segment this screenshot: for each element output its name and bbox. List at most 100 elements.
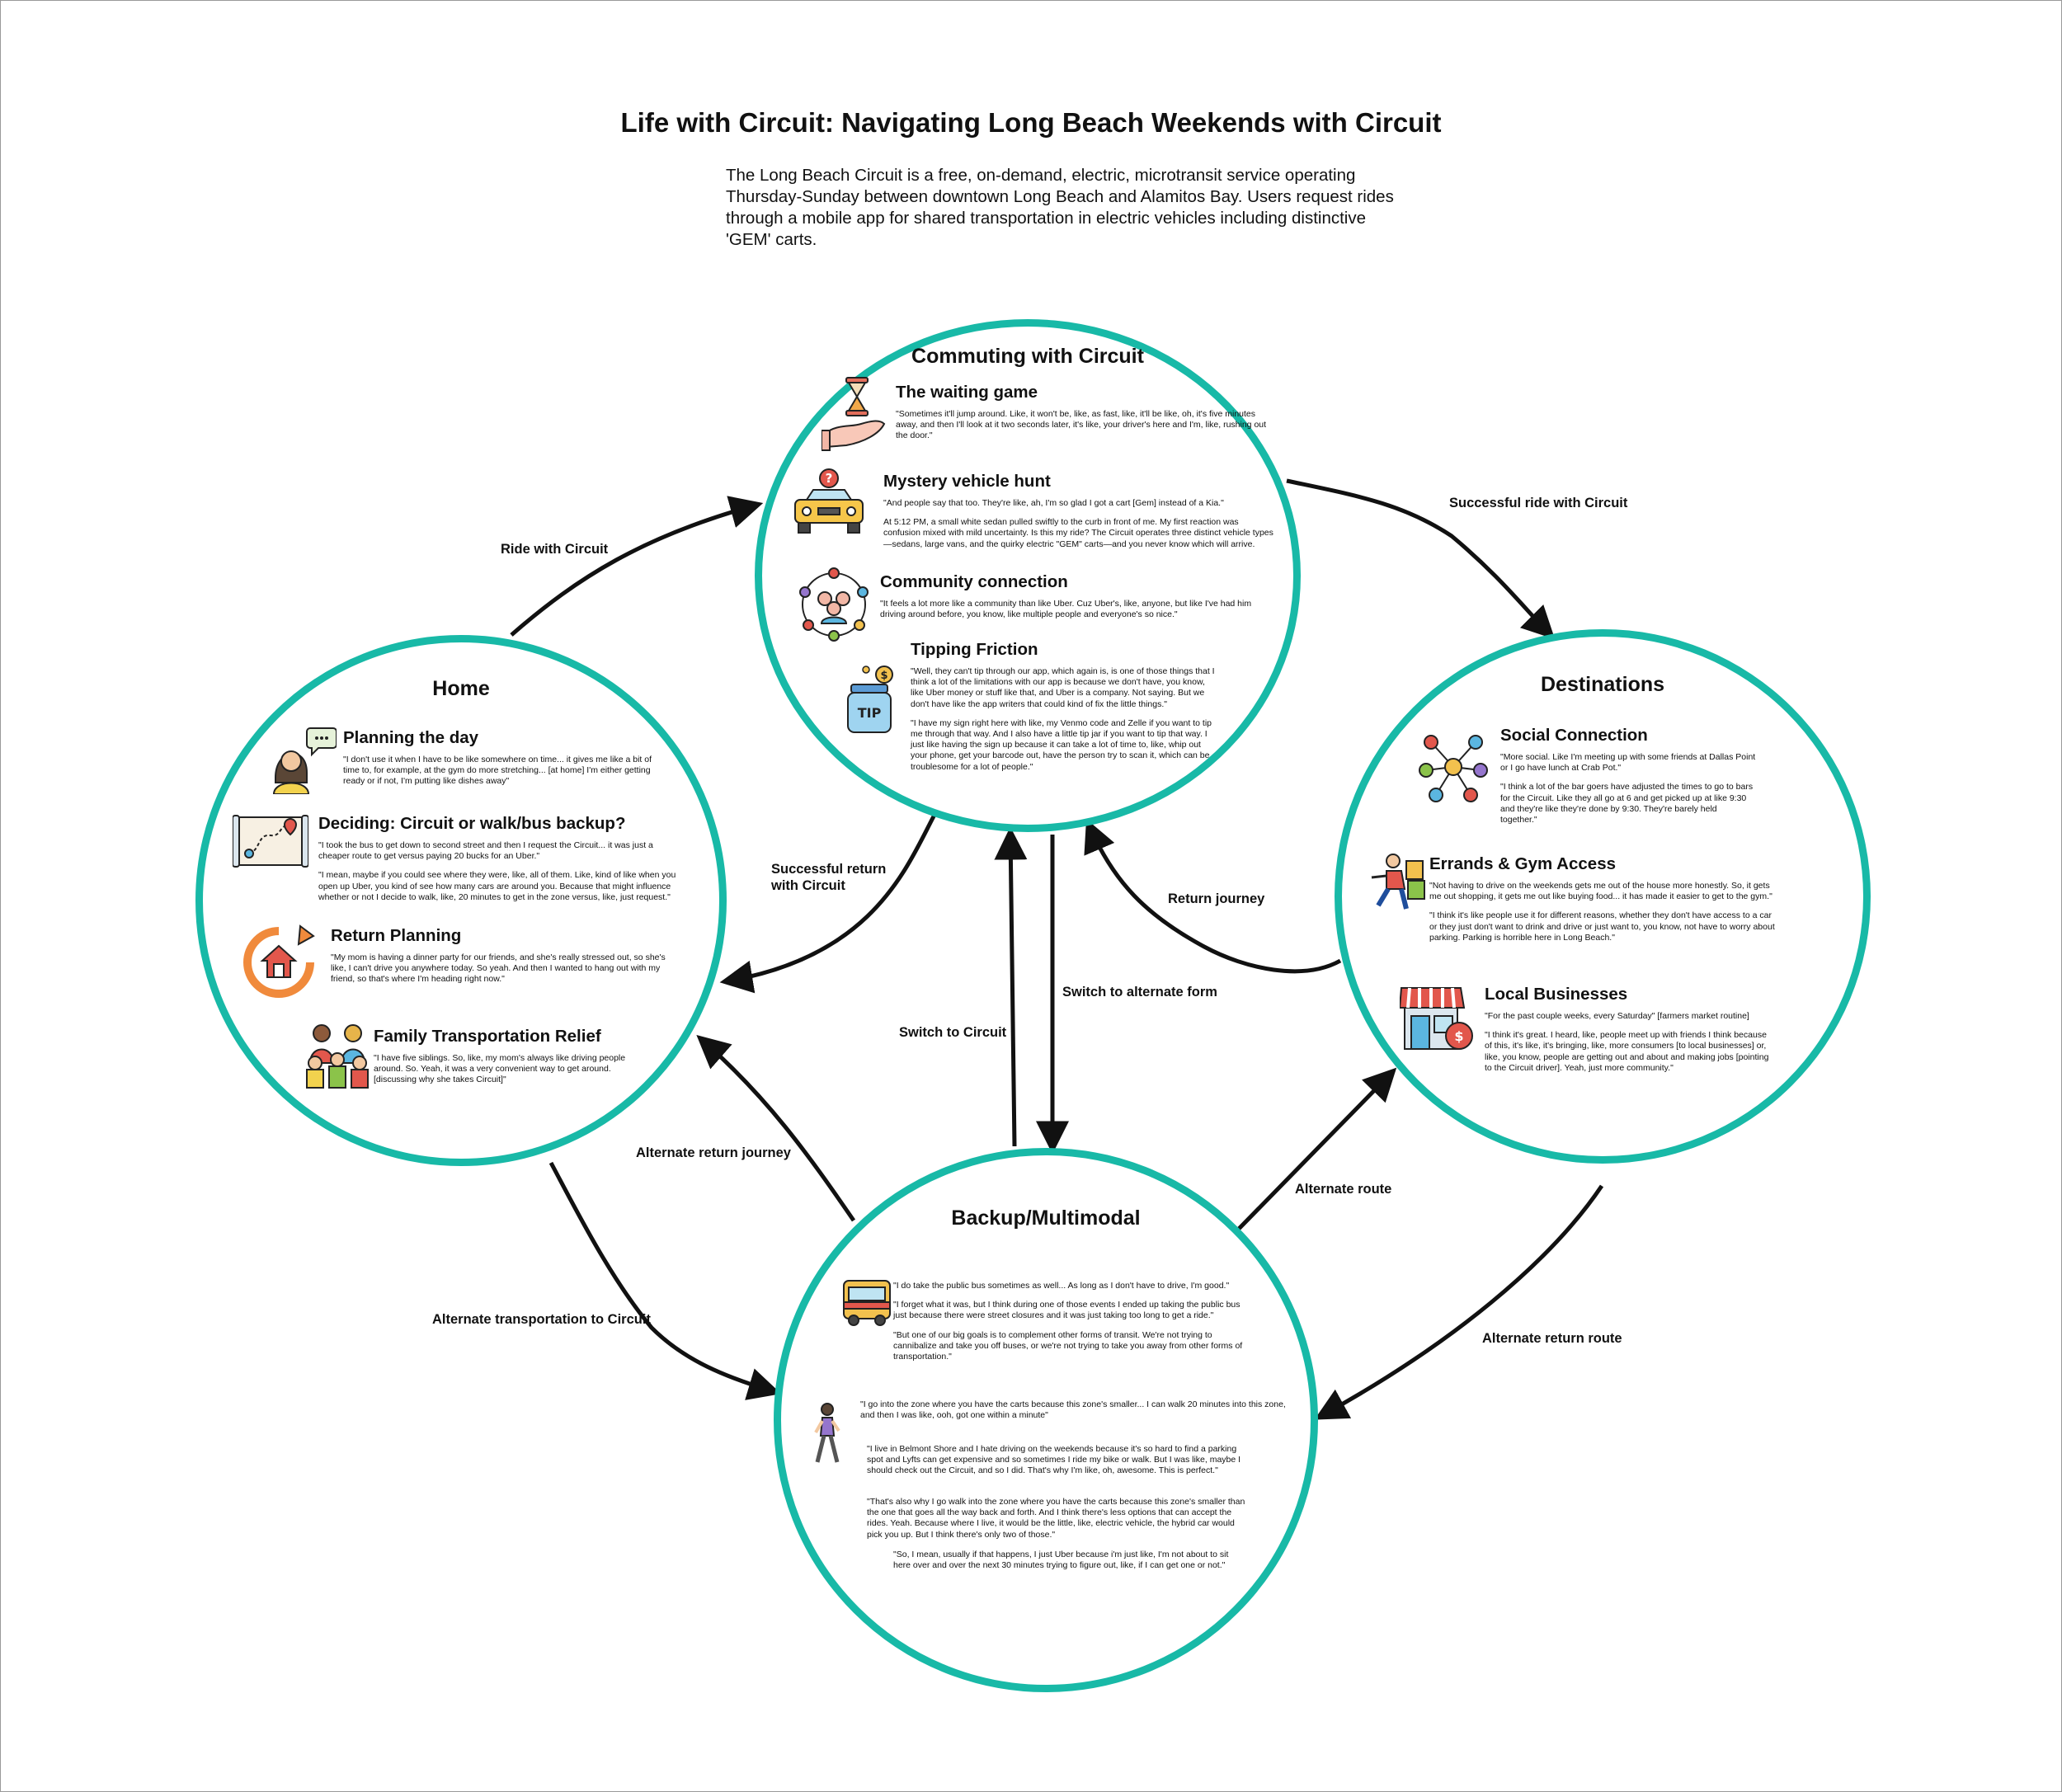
- section-social-connection: Social Connection "More social. Like I'm…: [1500, 726, 1756, 834]
- section-heading-tipping-friction: Tipping Friction: [911, 640, 1038, 659]
- arrow-backup-to-home: [696, 1035, 856, 1222]
- edge-label-return-journey: Return journey: [1168, 891, 1265, 906]
- node-title-home: Home: [432, 677, 490, 700]
- quote: "It feels a lot more like a community th…: [880, 599, 1252, 620]
- arrow-destinations-to-commuting: [1084, 819, 1342, 974]
- section-heading-waiting-game: The waiting game: [896, 383, 1038, 402]
- section-heading-mystery-vehicle: Mystery vehicle hunt: [883, 472, 1051, 491]
- edge-label-ride-with-circuit: Ride with Circuit: [501, 542, 609, 557]
- edge-label-successful-ride: Successful ride with Circuit: [1449, 496, 1628, 510]
- node-backup: Backup/Multimodal "I do take the public …: [774, 1148, 1318, 1692]
- quote: "Not having to drive on the weekends get…: [1429, 881, 1772, 902]
- quote: "I think a lot of the bar goers have adj…: [1500, 782, 1754, 825]
- quote: "I think it's like people use it for dif…: [1429, 910, 1775, 943]
- arrow-backup-to-destinations: [1237, 1067, 1397, 1230]
- section-family-relief: Family Transportation Relief "I have fiv…: [374, 1027, 646, 1094]
- return-home-icon: [241, 924, 317, 1004]
- bus-icon: [840, 1277, 893, 1333]
- section-waiting-game: The waiting game "Sometimes it'll jump a…: [896, 383, 1267, 450]
- family-icon: [302, 1022, 373, 1095]
- svg-text:$: $: [880, 670, 887, 682]
- quote: "More social. Like I'm meeting up with s…: [1500, 752, 1756, 774]
- quote: "I go into the zone where you have the c…: [860, 1399, 1286, 1421]
- section-heading-return-planning: Return Planning: [331, 926, 462, 945]
- quote: "I think it's great. I heard, like, peop…: [1485, 1030, 1769, 1073]
- quote: "I took the bus to get down to second st…: [318, 840, 653, 862]
- node-commuting: Commuting with Circuit The waiting game …: [755, 319, 1301, 832]
- person-thinking-icon: [269, 725, 337, 798]
- arrow-commuting-to-home: [719, 813, 937, 994]
- quote: "I live in Belmont Shore and I hate driv…: [867, 1444, 1241, 1476]
- node-home: Home Planning the day "I don't use it wh…: [195, 635, 727, 1166]
- section-tipping-friction: Tipping Friction "Well, they can't tip t…: [911, 640, 1217, 781]
- edge-label-alternate-return-route: Alternate return route: [1482, 1331, 1622, 1346]
- section-return-planning: Return Planning "My mom is having a dinn…: [331, 926, 669, 994]
- edge-label-successful-return-line1: Successful return: [771, 862, 887, 877]
- section-heading-deciding: Deciding: Circuit or walk/bus backup?: [318, 814, 626, 833]
- quote: "Well, they can't tip through our app, w…: [911, 666, 1215, 709]
- arrow-commuting-to-destinations: [1286, 478, 1556, 640]
- section-heading-family-relief: Family Transportation Relief: [374, 1027, 601, 1046]
- node-title-destinations: Destinations: [1540, 673, 1665, 696]
- section-heading-planning-the-day: Planning the day: [343, 728, 479, 747]
- svg-text:$: $: [1454, 1028, 1463, 1044]
- arrow-home-to-backup: [548, 1161, 782, 1400]
- quote: "So, I mean, usually if that happens, I …: [893, 1550, 1229, 1571]
- intro-text: The Long Beach Circuit is a free, on-dem…: [726, 166, 1394, 249]
- section-local-businesses: Local Businesses "For the past couple we…: [1485, 985, 1773, 1082]
- node-title-backup: Backup/Multimodal: [951, 1206, 1141, 1230]
- arrow-home-to-commuting: [510, 496, 764, 637]
- quote: "That's also why I go walk into the zone…: [867, 1497, 1245, 1540]
- section-heading-local-businesses: Local Businesses: [1485, 985, 1628, 1004]
- section-community-connection: Community connection "It feels a lot mor…: [880, 572, 1268, 628]
- diagram-title: Life with Circuit: Navigating Long Beach…: [620, 107, 1442, 138]
- edge-label-switch-circuit: Switch to Circuit: [899, 1025, 1007, 1040]
- section-deciding: Deciding: Circuit or walk/bus backup? "I…: [318, 814, 685, 911]
- quote: "And people say that too. They're like, …: [883, 498, 1224, 508]
- section-walk-quote-3: "That's also why I go walk into the zone…: [867, 1497, 1246, 1549]
- quote: At 5:12 PM, a small white sedan pulled s…: [883, 517, 1273, 549]
- quote: "I mean, maybe if you could see where th…: [318, 870, 676, 902]
- quote: "For the past couple weeks, every Saturd…: [1485, 1011, 1749, 1021]
- person-walking-icon: [811, 1403, 844, 1470]
- tip-jar-icon: $ TIP: [845, 665, 901, 740]
- social-network-icon: [1418, 729, 1489, 807]
- section-planning-the-day: Planning the day "I don't use it when I …: [343, 728, 657, 796]
- quote: "My mom is having a dinner party for our…: [331, 952, 666, 985]
- taxi-question-icon: ?: [790, 467, 868, 542]
- quote: "But one of our big goals is to compleme…: [893, 1329, 1243, 1362]
- section-walk-quote-4: "So, I mean, usually if that happens, I …: [893, 1550, 1240, 1579]
- svg-text:TIP: TIP: [858, 705, 882, 721]
- storefront-icon: $: [1398, 983, 1474, 1058]
- section-heading-errands-gym: Errands & Gym Access: [1429, 854, 1616, 873]
- section-walk-quote-2: "I live in Belmont Shore and I hate driv…: [867, 1444, 1253, 1485]
- quote: "I don't use it when I have to be like s…: [343, 755, 652, 787]
- quote: "I have five siblings. So, like, my mom'…: [374, 1053, 626, 1085]
- section-heading-community-connection: Community connection: [880, 572, 1068, 591]
- quote: "I forget what it was, but I think durin…: [893, 1300, 1240, 1321]
- section-heading-social-connection: Social Connection: [1500, 726, 1648, 745]
- quote: "I have my sign right here with like, my…: [911, 717, 1212, 772]
- edge-label-alternate-transport: Alternate transportation to Circuit: [432, 1312, 651, 1327]
- arrow-backup-to-commuting: [994, 826, 1028, 1147]
- section-walk-quote-1: "I go into the zone where you have the c…: [860, 1399, 1301, 1429]
- route-map-icon: [232, 814, 309, 872]
- edge-label-successful-return: Successful return with Circuit: [771, 861, 886, 894]
- hourglass-hand-icon: [821, 376, 887, 456]
- section-bus-quotes: "I do take the public bus sometimes as w…: [893, 1281, 1250, 1371]
- edge-label-alternate-return-journey: Alternate return journey: [636, 1145, 791, 1160]
- section-mystery-vehicle: Mystery vehicle hunt "And people say tha…: [883, 472, 1278, 558]
- section-errands-gym: Errands & Gym Access "Not having to driv…: [1429, 854, 1781, 952]
- quote: "I do take the public bus sometimes as w…: [893, 1281, 1230, 1291]
- quote: "Sometimes it'll jump around. Like, it w…: [896, 409, 1267, 441]
- arrow-destinations-to-backup: [1314, 1184, 1604, 1420]
- svg-text:?: ?: [826, 471, 833, 486]
- node-destinations: Destinations Social Connection "More soc…: [1335, 629, 1871, 1164]
- node-title-commuting: Commuting with Circuit: [911, 345, 1144, 368]
- community-network-icon: [797, 567, 871, 646]
- edge-label-alternate-route: Alternate route: [1295, 1182, 1392, 1197]
- edge-label-switch-alternate: Switch to alternate form: [1062, 985, 1217, 999]
- shopper-running-icon: [1368, 853, 1429, 918]
- edge-label-successful-return-line2: with Circuit: [771, 878, 845, 893]
